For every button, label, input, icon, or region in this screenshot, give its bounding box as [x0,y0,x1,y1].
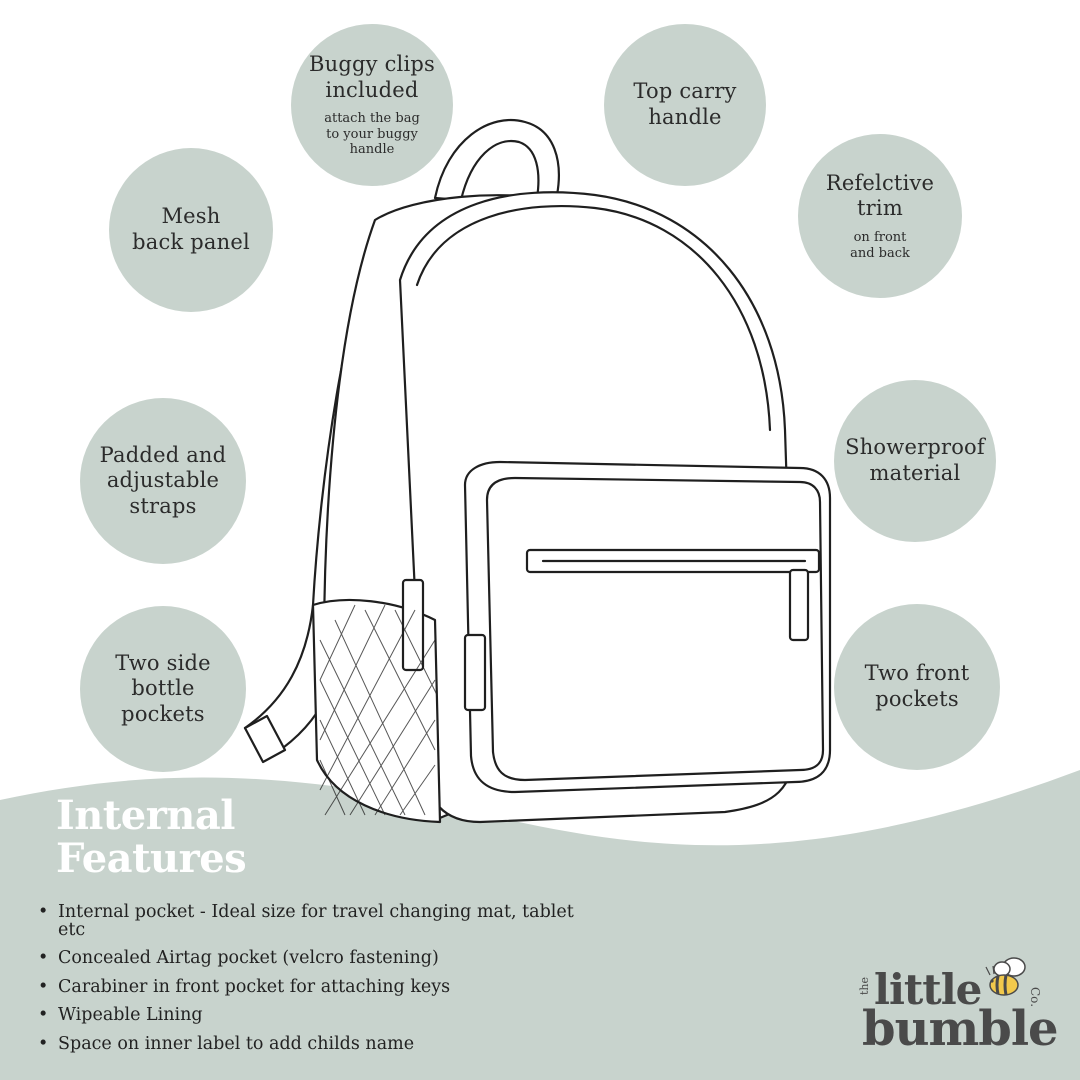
bubble-showerproof: Showerproof material [834,380,996,542]
list-item: Internal pocket - Ideal size for travel … [36,903,578,939]
bubble-subtitle: attach the bag to your buggy handle [324,111,420,158]
bubble-title: Two side bottle pockets [115,650,211,726]
bee-icon [985,957,1026,996]
logo-little: little [874,965,982,1014]
logo-the: the [858,977,871,996]
backpack-illustration [243,118,832,824]
bubble-subtitle: on front and back [850,230,910,261]
internal-features-list: Internal pocket - Ideal size for travel … [36,903,636,1064]
list-item: Concealed Airtag pocket (velcro fastenin… [36,949,636,968]
list-item: Space on inner label to add childs name [36,1035,636,1054]
bubble-side-pockets: Two side bottle pockets [80,606,246,772]
bubble-title: Buggy clips included [309,52,435,102]
bubble-title: Refelctive trim [825,170,935,221]
brand-logo: the little bumble Co. [858,955,1059,1057]
list-item: Wipeable Lining [36,1006,636,1025]
bubble-mesh-panel: Mesh back panel [109,148,273,312]
bubble-top-handle: Top carry handle [604,24,766,186]
bubble-title: Padded and adjustable straps [99,442,227,518]
logo-bumble: bumble [862,1001,1059,1057]
bubble-buggy-clips: Buggy clips included attach the bag to y… [291,24,453,186]
bubble-title: Top carry handle [633,79,737,129]
list-item: Carabiner in front pocket for attaching … [36,978,636,997]
bubble-title: Two front pockets [864,661,970,711]
bubble-front-pockets: Two front pockets [834,604,1000,770]
internal-features-title: Internal Features [56,792,247,883]
logo-co: Co. [1028,987,1042,1008]
bubble-title: Mesh back panel [132,204,250,254]
bubble-padded-straps: Padded and adjustable straps [80,398,246,564]
bubble-title: Showerproof material [845,435,985,485]
bubble-reflective-trim: Refelctive trim on front and back [798,134,962,298]
